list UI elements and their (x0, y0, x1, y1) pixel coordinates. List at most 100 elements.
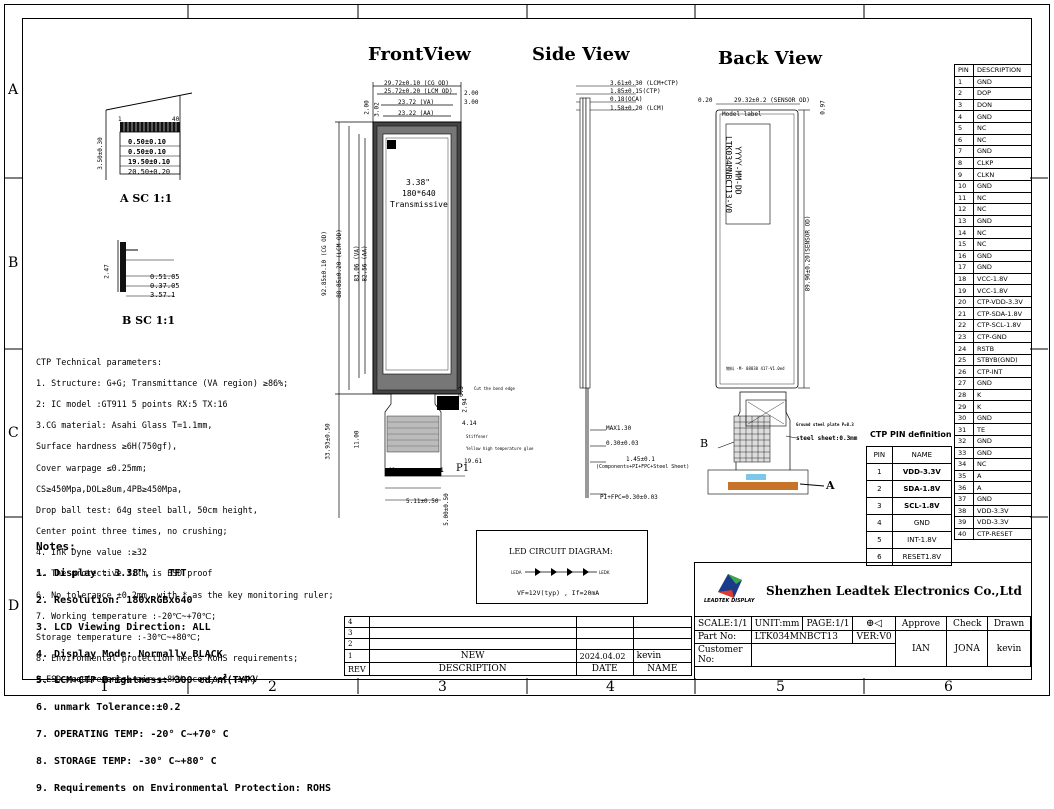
pin-description: DOP (973, 87, 1032, 100)
pin-description: K (973, 388, 1032, 402)
pin-description: VCC-1.8V (973, 284, 1032, 297)
b-sc-detail (117, 240, 174, 297)
front-dim-vert-lcm: 88.85±0.20 (LCM OD) (335, 229, 343, 298)
pin-description: VDD-3.3V (973, 504, 1032, 518)
asc-side-dim: 3.50±0.30 (96, 137, 104, 170)
pin-number: 5 (954, 121, 974, 135)
projection-symbol-icon: ⊕◁ (865, 618, 883, 629)
pin-description: CLKP (973, 156, 1032, 170)
pin-number: 17 (954, 261, 974, 274)
side-view-title: Side View (532, 44, 630, 65)
note-line: 3. LCD Viewing Direction: ALL (36, 621, 211, 633)
pin-description: A (973, 481, 1032, 494)
title-block-info: SCALE:1/1 UNIT:mm PAGE:1/1 ⊕◁ Approve Ch… (694, 616, 1031, 667)
zone-col-1: 1 (100, 679, 109, 695)
pin-number: 19 (954, 284, 974, 297)
fpc-dim-width: 5.11±0.50 (406, 498, 439, 505)
fpc-note-stiffener: Stiffener (466, 434, 488, 439)
desc-header: DESCRIPTION (368, 662, 577, 676)
front-dim-right-1: 2.00 (464, 90, 479, 97)
unit-cell: UNIT:mm (750, 616, 804, 631)
pin-description: NC (973, 121, 1032, 135)
led-left-label: LEDA (511, 570, 522, 575)
pin-number: 33 (954, 446, 974, 460)
side-dim-ctp: 1.85±0.15(CTP) (610, 88, 661, 95)
pin-description: GND (973, 110, 1032, 123)
front-dim-vert-va: 83.06 (VA) (353, 245, 361, 282)
logo-text: LEADTEK DISPLAY (704, 598, 755, 604)
note-line: 5. LCM+CTP Brightness: 300 cd/㎡(TYP) (36, 675, 257, 687)
front-dim-aa: 23.22 (AA) (398, 110, 435, 117)
pin-description: VDD-3.3V (973, 516, 1032, 529)
pin-description: NC (973, 226, 1032, 239)
zone-row-a: A (8, 82, 19, 98)
pin-number: 1 (954, 75, 974, 89)
fpc-dim-5: 5.00±0.50 (442, 493, 450, 526)
pin-description: GND (973, 179, 1032, 193)
pin-number: 29 (954, 400, 974, 413)
pin-number: 38 (954, 504, 974, 518)
customer-label: Customer No: (694, 643, 752, 667)
asc-pin-1: 1 (118, 116, 122, 123)
ctp-pin-number: 4 (866, 514, 893, 532)
drawn-header: Drawn (987, 616, 1031, 631)
pin-description: DON (973, 98, 1032, 112)
notes: Notes: 1. Display : 3.38", TFT 2. Resolu… (36, 527, 331, 809)
led-circuit-title: LED CIRCUIT DIAGRAM: (509, 547, 613, 556)
pin-number: 15 (954, 237, 974, 251)
front-dim-right-2: 3.00 (464, 99, 479, 106)
param-line: CS≥450Mpa,DOL≥8um,4PB≥450Mpa, (36, 483, 183, 494)
param-line: 9.ESD requirements, air :±8KV, contact :… (36, 674, 258, 685)
ctp-pin-number: 5 (866, 531, 893, 549)
pin-description: NC (973, 203, 1032, 216)
fpc-pin-1: 1 (440, 467, 444, 474)
p1-label: P1 (456, 463, 470, 474)
display-mode: Transmissive (390, 200, 448, 209)
param-line: 1. Structure: G+G; Transmittance (VA reg… (36, 377, 289, 388)
note-line: 2. Resolution: 180xRGBx640 (36, 595, 193, 607)
led-spec: VF=12V(typ) , If=20mA (517, 589, 600, 597)
bsc-side-dim: 2.47 (103, 264, 111, 279)
front-dim-vert-aa: 82.56 (AA) (361, 245, 369, 282)
model-label-caption: Model label (722, 111, 762, 118)
name-header: NAME (632, 662, 693, 676)
pin-description: GND (973, 446, 1032, 460)
note-line: 6. unmark Tolerance:±0.2 (36, 702, 181, 714)
param-line: 8. Environmental protection meets RoHS r… (36, 653, 299, 664)
pin-description: GND (973, 377, 1032, 390)
front-dim-left-1: 2.00 (363, 100, 371, 115)
pin-number: 12 (954, 203, 974, 216)
pin-number: 4 (954, 110, 974, 123)
led-chain-icon (525, 568, 597, 576)
ctp-pin-number: 1 (866, 463, 893, 481)
scale-cell: SCALE:1/1 (694, 616, 752, 631)
leadtek-logo-icon (718, 574, 742, 598)
rev-date: 2024.04.02 (575, 649, 634, 663)
zone-col-3: 3 (438, 679, 447, 695)
display-size: 3.38" (406, 178, 431, 187)
fpc-dim-1961: 19.61 (464, 458, 483, 465)
asc-dim-3: 19.50±0.10 (128, 158, 171, 166)
